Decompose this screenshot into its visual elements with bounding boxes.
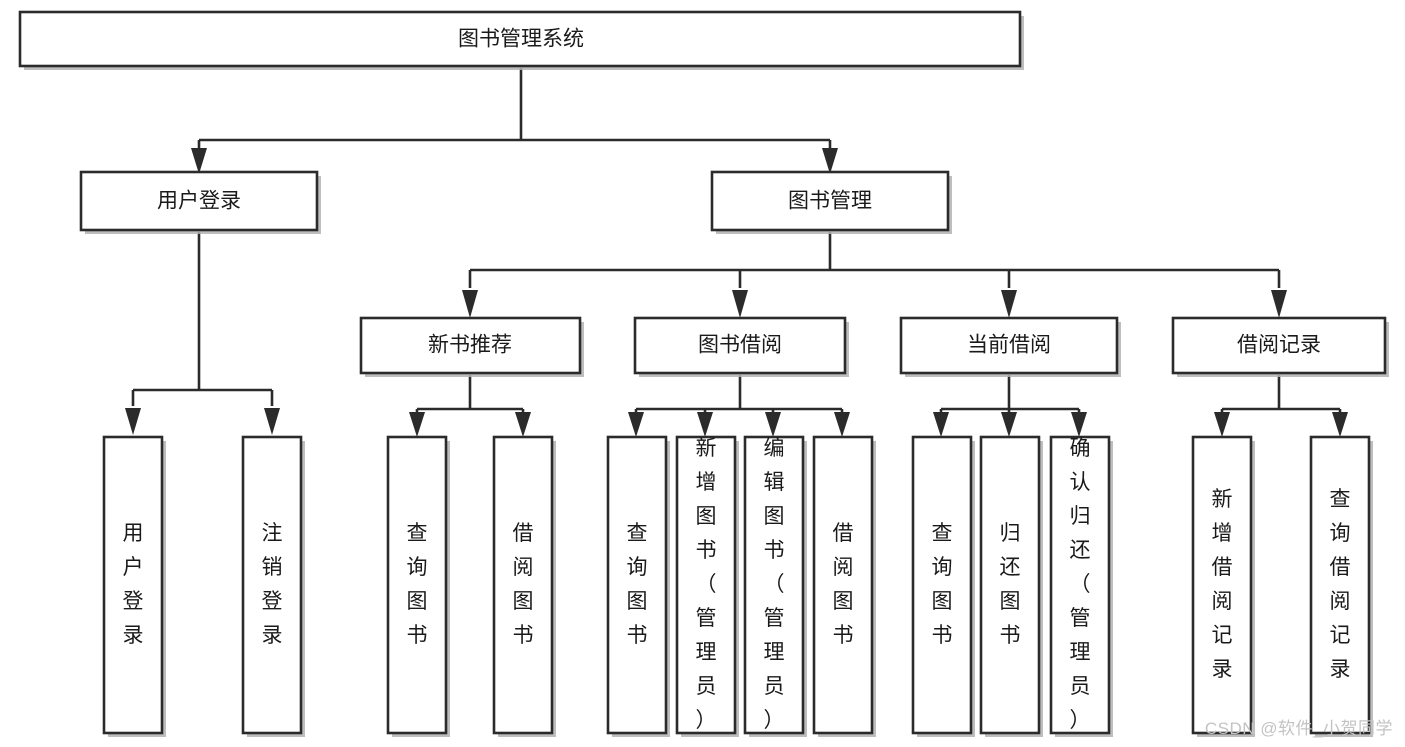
leaf-borrow-record-2[interactable]: 查询借阅记录 (1309, 435, 1373, 737)
leaf-book-borrow-4-box (812, 435, 874, 735)
arrow-head-g3-c (1071, 412, 1087, 437)
arrow-head-leaf-user-login-2 (264, 408, 280, 435)
node-root-label: 图书管理系统 (458, 28, 584, 51)
arrow-head-g2-a (628, 412, 644, 437)
leaf-current-borrow-2-box (979, 435, 1041, 735)
leaf-new-book-2[interactable]: 借阅图书 (492, 435, 556, 737)
leaf-current-borrow-2-label: 归还图书 (1000, 522, 1021, 647)
leaf-borrow-record-2-label: 查询借阅记录 (1330, 488, 1351, 681)
arrow-head-g4-a (1214, 412, 1230, 437)
node-new-book-recommend[interactable]: 新书推荐 (359, 316, 584, 377)
leaf-new-book-2-label: 借阅图书 (513, 522, 534, 647)
leaf-new-book-1[interactable]: 查询图书 (386, 435, 450, 737)
node-new-book-recommend-box (359, 316, 582, 375)
leaf-new-book-1-label: 查询图书 (407, 522, 428, 647)
node-book-manage-box (710, 170, 950, 232)
leaf-current-borrow-3-box (1049, 435, 1111, 735)
leaf-current-borrow-2[interactable]: 归还图书 (979, 435, 1043, 737)
node-current-borrow-box (899, 316, 1119, 375)
arrow-head-user-login (191, 148, 207, 174)
arrow-head-l3-3 (1001, 290, 1017, 318)
leaf-current-borrow-1[interactable]: 查询图书 (911, 435, 975, 737)
leaf-user-login-2-label: 注销登录 (262, 522, 283, 647)
node-user-login[interactable]: 用户登录 (79, 170, 321, 234)
leaf-user-login-1-box (102, 435, 164, 735)
leaf-book-borrow-3[interactable]: 编辑图书（管理员） (743, 435, 807, 737)
arrow-head-g2-d (834, 412, 850, 437)
node-book-manage[interactable]: 图书管理 (710, 170, 952, 234)
node-current-borrow[interactable]: 当前借阅 (899, 316, 1121, 377)
node-current-borrow-label: 当前借阅 (967, 334, 1051, 357)
leaf-book-borrow-4[interactable]: 借阅图书 (812, 435, 876, 737)
leaf-user-login-1[interactable]: 用户登录 (102, 435, 166, 737)
connector-layer (125, 68, 1348, 437)
node-root-box (18, 10, 1022, 68)
leaf-book-borrow-1-label: 查询图书 (627, 522, 648, 647)
leaf-current-borrow-3[interactable]: 确认归还（管理员） (1049, 435, 1113, 737)
leaf-borrow-record-2-box (1309, 435, 1371, 735)
arrow-head-leaf-user-login-1 (125, 408, 141, 435)
arrow-head-g2-b (697, 412, 713, 437)
leaf-borrow-record-1-box (1191, 435, 1253, 735)
leaf-book-borrow-2[interactable]: 新增图书（管理员） (675, 435, 739, 737)
arrow-head-g1-b (515, 412, 531, 437)
node-book-borrow[interactable]: 图书借阅 (633, 316, 849, 377)
arrow-head-g4-b (1332, 412, 1348, 437)
arrow-head-l3-2 (732, 290, 748, 318)
leaf-book-borrow-2-box (675, 435, 737, 735)
arrow-head-g3-a (933, 412, 949, 437)
leaf-user-login-2-box (241, 435, 303, 735)
node-book-borrow-label: 图书借阅 (698, 334, 782, 357)
arrow-head-l3-4 (1271, 290, 1287, 318)
node-user-login-box (79, 170, 319, 232)
node-book-borrow-box (633, 316, 847, 375)
node-borrow-record[interactable]: 借阅记录 (1171, 316, 1389, 377)
leaf-book-borrow-3-label: 编辑图书（管理员） (764, 437, 785, 732)
node-user-login-label: 用户登录 (157, 190, 241, 213)
leaf-new-book-1-box (386, 435, 448, 735)
arrow-head-g3-b (1001, 412, 1017, 437)
arrow-head-book-manage (822, 148, 838, 174)
node-borrow-record-label: 借阅记录 (1237, 334, 1321, 357)
leaf-current-borrow-1-box (911, 435, 973, 735)
arrow-head-l3-1 (462, 290, 478, 318)
leaf-user-login-1-label: 用户登录 (123, 522, 144, 647)
leaf-book-borrow-2-label: 新增图书（管理员） (696, 437, 717, 732)
leaf-user-login-2[interactable]: 注销登录 (241, 435, 305, 737)
leaf-borrow-record-1-label: 新增借阅记录 (1212, 488, 1233, 681)
arrow-head-g2-c (765, 412, 781, 437)
leaf-borrow-record-1[interactable]: 新增借阅记录 (1191, 435, 1255, 737)
leaf-current-borrow-1-label: 查询图书 (932, 522, 953, 647)
leaf-book-borrow-3-box (743, 435, 805, 735)
node-borrow-record-box (1171, 316, 1387, 375)
arrow-head-g1-a (409, 412, 425, 437)
leaf-new-book-2-box (492, 435, 554, 735)
leaf-book-borrow-1[interactable]: 查询图书 (606, 435, 670, 737)
leaf-current-borrow-3-label: 确认归还（管理员） (1070, 437, 1091, 732)
node-new-book-recommend-label: 新书推荐 (428, 334, 512, 357)
node-book-manage-label: 图书管理 (788, 190, 872, 213)
node-root[interactable]: 图书管理系统 (18, 10, 1024, 70)
leaf-book-borrow-1-box (606, 435, 668, 735)
leaf-book-borrow-4-label: 借阅图书 (833, 522, 854, 647)
